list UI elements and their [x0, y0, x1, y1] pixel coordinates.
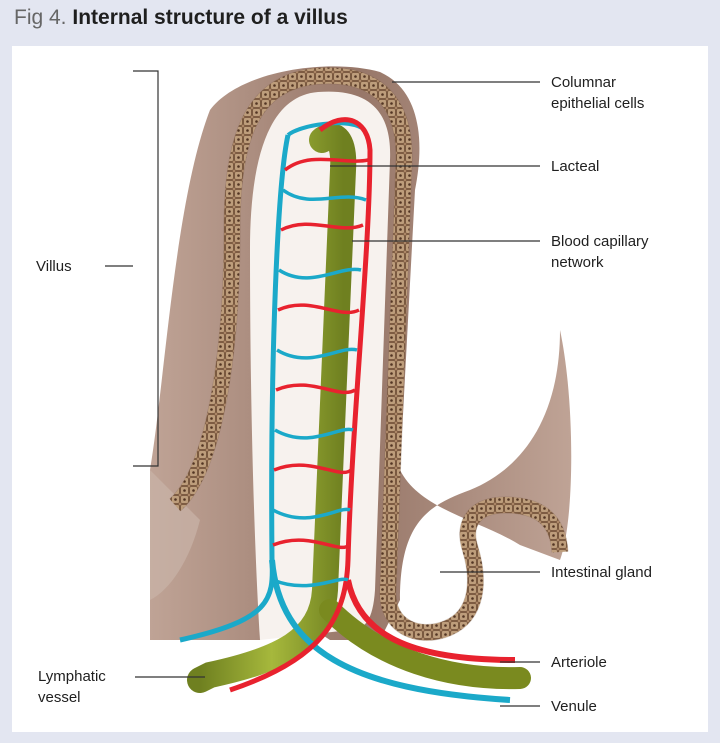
venule-vessel	[179, 121, 511, 703]
label-lacteal: Lacteal	[551, 158, 599, 175]
label-venule: Venule	[551, 698, 597, 715]
epithelial-cell-layer	[169, 67, 569, 641]
label-lymph-2: vessel	[38, 689, 81, 706]
villus-bracket	[133, 70, 159, 467]
blood-capillary-network	[272, 157, 369, 588]
figure-number: Fig 4.	[14, 6, 67, 29]
leader-lines	[105, 70, 540, 707]
arteriole-vessel	[229, 117, 516, 693]
label-lymph-1: Lymphatic	[38, 668, 106, 685]
label-columnar-1: Columnar	[551, 74, 616, 91]
label-blood-1: Blood capillary	[551, 233, 649, 250]
figure-title: Fig 4. Internal structure of a villus	[14, 6, 348, 30]
label-arteriole: Arteriole	[551, 654, 607, 671]
lacteal-vessel	[187, 123, 531, 693]
label-villus: Villus	[36, 258, 72, 275]
label-columnar-2: epithelial cells	[551, 95, 644, 112]
label-gland: Intestinal gland	[551, 564, 652, 581]
figure-heading: Internal structure of a villus	[72, 6, 348, 29]
label-blood-2: network	[551, 254, 604, 271]
